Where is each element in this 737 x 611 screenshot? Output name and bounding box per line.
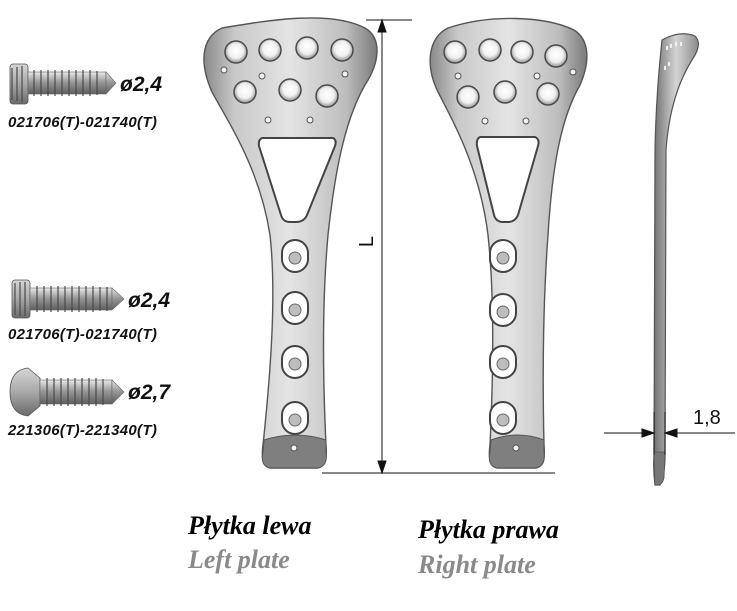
right-plate — [429, 17, 588, 469]
cortical-screw — [9, 367, 125, 417]
left-plate — [203, 17, 378, 469]
right-plate-caption-en: Right plate — [418, 550, 536, 579]
screw-1-code: 021706(T)-021740(T) — [8, 114, 158, 131]
right-plate-window — [475, 136, 540, 223]
left-plate-caption-pl: Płytka lewa — [188, 511, 312, 540]
thickness-label: 1,8 — [693, 407, 721, 429]
left-plate-caption-en: Left plate — [188, 545, 290, 574]
locking-screw-1 — [9, 63, 117, 105]
plate-side-view — [653, 33, 699, 486]
screw-3-code: 221306(T)-221340(T) — [8, 422, 158, 439]
left-plate-head-holes — [224, 36, 354, 108]
thickness-dimension — [604, 412, 735, 455]
screw-3-diameter: ø2,7 — [128, 381, 171, 404]
left-plate-window — [257, 137, 337, 223]
screw-1-diameter: ø2,4 — [120, 73, 163, 96]
screw-2-diameter: ø2,4 — [128, 289, 171, 312]
screw-2-code: 021706(T)-021740(T) — [8, 326, 158, 343]
length-label: L — [356, 235, 379, 248]
right-plate-caption-pl: Płytka prawa — [418, 515, 559, 544]
length-dimension — [322, 18, 555, 475]
locking-screw-2 — [11, 279, 125, 319]
right-plate-shaft-holes — [489, 239, 517, 435]
right-plate-head-holes — [443, 38, 568, 109]
